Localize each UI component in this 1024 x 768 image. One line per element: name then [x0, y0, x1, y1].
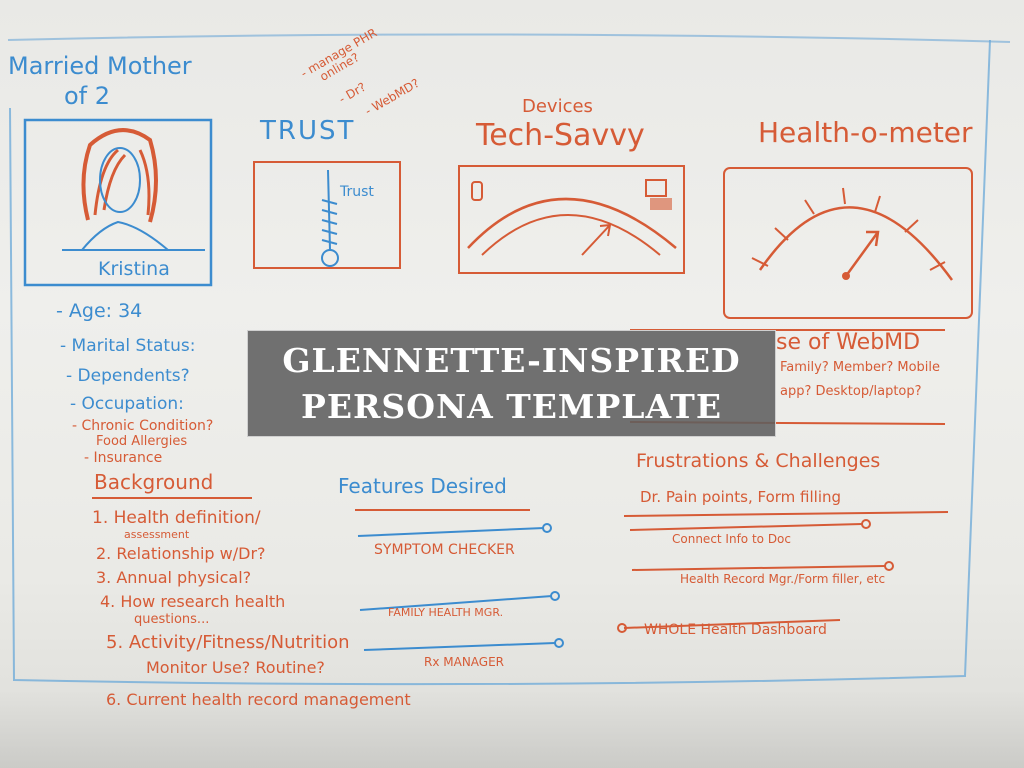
- background-item-1: 1. Health definition/: [92, 508, 261, 528]
- persona-name: Kristina: [98, 258, 170, 280]
- persona-title: Married Mother: [8, 52, 192, 80]
- webmd-line-1: Family? Member? Mobile: [780, 360, 941, 375]
- frustrations-heading: Frustrations & Challenges: [636, 450, 881, 472]
- feature-symptom-checker: SYMPTOM CHECKER: [374, 542, 515, 558]
- background-item-1b: assessment: [124, 528, 190, 541]
- board-shadow: [0, 690, 1024, 768]
- background-heading: Background: [94, 470, 214, 494]
- background-item-5: 5. Activity/Fitness/Nutrition: [106, 632, 350, 653]
- features-heading: Features Desired: [338, 474, 507, 498]
- feature-family-health: FAMILY HEALTH MGR.: [388, 606, 504, 619]
- person-sketch: [81, 128, 169, 251]
- tech-devices-label: Devices: [522, 96, 593, 117]
- field-occupation: - Occupation:: [70, 394, 184, 414]
- trust-box: [253, 161, 401, 269]
- background-item-2: 2. Relationship w/Dr?: [96, 544, 266, 563]
- banner-line-1: GLENNETTE-INSPIRED: [282, 340, 741, 380]
- title-banner: GLENNETTE-INSPIRED PERSONA TEMPLATE: [247, 330, 776, 437]
- feature-rx-manager: Rx MANAGER: [424, 655, 505, 669]
- background-item-4: 4. How research health: [100, 592, 286, 611]
- background-item-4b: questions...: [134, 612, 210, 627]
- tech-heading: Tech-Savvy: [476, 118, 645, 153]
- health-heading: Health-o-meter: [758, 116, 973, 149]
- frustration-item-2: Health Record Mgr./Form filler, etc: [680, 572, 886, 586]
- persona-title-2: of 2: [64, 82, 111, 110]
- health-box: [723, 167, 973, 319]
- webmd-line-2: app? Desktop/laptop?: [780, 384, 922, 399]
- field-dependents: - Dependents?: [66, 366, 190, 386]
- field-chronic: - Chronic Condition?: [72, 418, 214, 434]
- background-item-3: 3. Annual physical?: [96, 568, 252, 587]
- frustration-item-3: WHOLE Health Dashboard: [644, 622, 827, 638]
- field-allergies: Food Allergies: [96, 434, 188, 449]
- trust-heading: TRUST: [260, 116, 356, 146]
- tech-box: [458, 165, 685, 274]
- banner-line-2: PERSONA TEMPLATE: [301, 386, 722, 426]
- field-insurance: - Insurance: [84, 450, 163, 466]
- webmd-heading: se of WebMD: [776, 330, 921, 355]
- frustrations-subtitle: Dr. Pain points, Form filling: [640, 488, 842, 506]
- frustration-item-1: Connect Info to Doc: [672, 532, 791, 546]
- background-item-6: 6. Current health record management: [106, 690, 411, 709]
- background-item-5b: Monitor Use? Routine?: [146, 658, 325, 677]
- field-age: - Age: 34: [56, 300, 143, 322]
- portrait-frame: [23, 118, 213, 287]
- field-marital: - Marital Status:: [60, 336, 196, 356]
- trust-meter-label: Trust: [340, 184, 374, 200]
